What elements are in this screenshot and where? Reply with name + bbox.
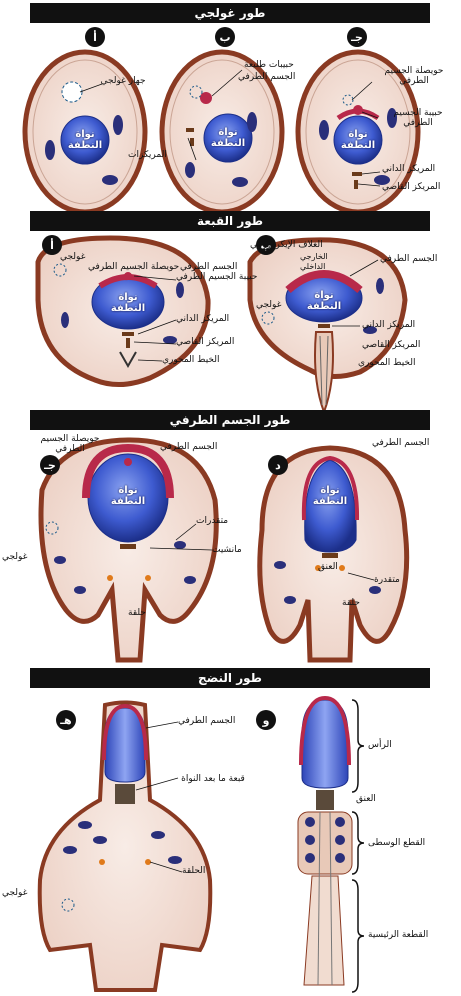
label-acrosomal-vesicle: حويصلة الجسيم الطرفي [384, 66, 444, 86]
label-acrosome-b: الجسم الطرفي [238, 72, 296, 82]
label-acrosomal-granule: حبيبة الجسيم الطرفي [393, 108, 443, 128]
stage-letter-d: د [268, 455, 288, 475]
label-golgi-mat: غولجي [2, 888, 28, 898]
label-acrosome-acro-j: الجسم الطرفي [160, 442, 218, 452]
label-mitochondrion: متقدرة [374, 575, 400, 585]
mitochondrion-icon [45, 140, 55, 160]
label-axial-filament-cap-b: الخيط المحوري [358, 358, 416, 368]
nucleus-label: نواة النطفة [306, 290, 342, 312]
stage-letter-j2: جـ [40, 455, 60, 475]
stage-letter-j1: جـ [347, 27, 367, 47]
label-inner: الداخلي [300, 262, 326, 271]
label-acrosome-mat: الجسم الطرفي [178, 716, 236, 726]
nucleus-label: نواة النطفة [110, 485, 146, 507]
maturation-cell-h [37, 700, 213, 992]
label-distal-centriole: المريكز القاصي [382, 182, 441, 192]
label-acrosome-acro-d: الجسم الطرفي [372, 438, 430, 448]
acrosome-cell-d [257, 445, 410, 663]
stage-letter-w: و [256, 710, 276, 730]
label-proacrosomal-granules: حبيبات طليعة [244, 60, 294, 70]
label-the-ring: الحلقة [182, 866, 206, 876]
label-outer: الخارجي [300, 252, 328, 261]
label-golgi-cap-a: غولجي [60, 252, 86, 262]
cap-cell-b [247, 237, 408, 415]
midpiece-bracket [351, 811, 365, 875]
golgi-icon [61, 81, 83, 103]
banner-golgi-phase: طور غولجي [30, 3, 430, 23]
leader-lines [79, 69, 381, 873]
label-ring-acro-d: حلقة [342, 598, 360, 608]
nucleus-label: نواة النطفة [110, 292, 146, 314]
label-ring-acro-j: حلقة [128, 608, 146, 618]
label-proximal-centriole-cap: المريكز الداني [176, 314, 230, 324]
stage-letter-b1: ب [215, 27, 235, 47]
cap-cell-a [35, 235, 211, 387]
label-proximal-centriole: المريكز الداني [382, 164, 436, 174]
acrosome-cell-j [38, 437, 219, 663]
stage-letter-a2: أ [42, 235, 62, 255]
nucleus-label: نواة النطفة [340, 129, 376, 151]
label-head: الرأس [368, 740, 392, 750]
label-acrosomal-granule-cap: حبيبة الجسيم الطرفي [176, 272, 258, 282]
label-acrosome-cap-b: الجسم الطرفي [380, 254, 438, 264]
label-midpiece: القطع الوسطى [368, 838, 426, 848]
nucleus-label: نواة النطفة [67, 129, 103, 151]
label-postnuclear-cap: قبعة ما بعد النواة [181, 774, 245, 784]
label-manchette: مانشيت [212, 545, 242, 555]
label-neck-mat: العنق [356, 794, 376, 804]
label-acrosomal-vesicle-acro: حويصلة الجسيم الطرفي [40, 434, 100, 454]
nucleus-label: نواة النطفة [210, 127, 246, 149]
maturation-sperm-w [297, 695, 353, 986]
golgi-cell-a [22, 49, 148, 215]
label-golgi-apparatus: جهاز غولجي [100, 76, 146, 86]
label-mitochondria: متقدرات [196, 516, 229, 526]
nucleus-label: نواة النطفة [312, 485, 348, 507]
head-bracket [351, 699, 365, 793]
mitochondrion-icon [113, 115, 123, 135]
label-acrosomal-vesicle-cap: حويصلة الجسيم الطرفي [88, 262, 180, 272]
principal-bracket [351, 879, 365, 993]
banner-maturation-phase: طور النضج [30, 668, 430, 688]
stage-letter-h: هـ [56, 710, 76, 730]
label-acrosome-cap-top: الجسم الطرفي [180, 262, 238, 272]
acrosome-icon [200, 92, 212, 104]
stage-letter-b2: ب [256, 235, 276, 255]
label-distal-centriole-cap-b: المريكز القاصي [362, 340, 421, 350]
label-proximal-centriole-cap-b: المريكز الداني [362, 320, 416, 330]
label-golgi-acro: غولجي [2, 552, 28, 562]
label-golgi-cap-b: غولجي [256, 300, 282, 310]
label-axial-filament-cap: الخيط المحوري [162, 355, 220, 365]
label-distal-centriole-cap: المريكز القاصي [176, 337, 235, 347]
stage-letter-a1: أ [85, 27, 105, 47]
banner-acrosome-phase: طور الجسم الطرفي [30, 410, 430, 430]
label-centrioles: المريكزات [128, 150, 167, 160]
mitochondrion-icon [102, 175, 118, 185]
label-principal-piece: القطعة الرئيسية [368, 930, 429, 940]
banner-cap-phase: طور القبعة [30, 211, 430, 231]
label-neck-acro: العنق [318, 562, 338, 572]
label-acrosomal-envelope: الغلاف الإيكروزومي [250, 240, 323, 250]
